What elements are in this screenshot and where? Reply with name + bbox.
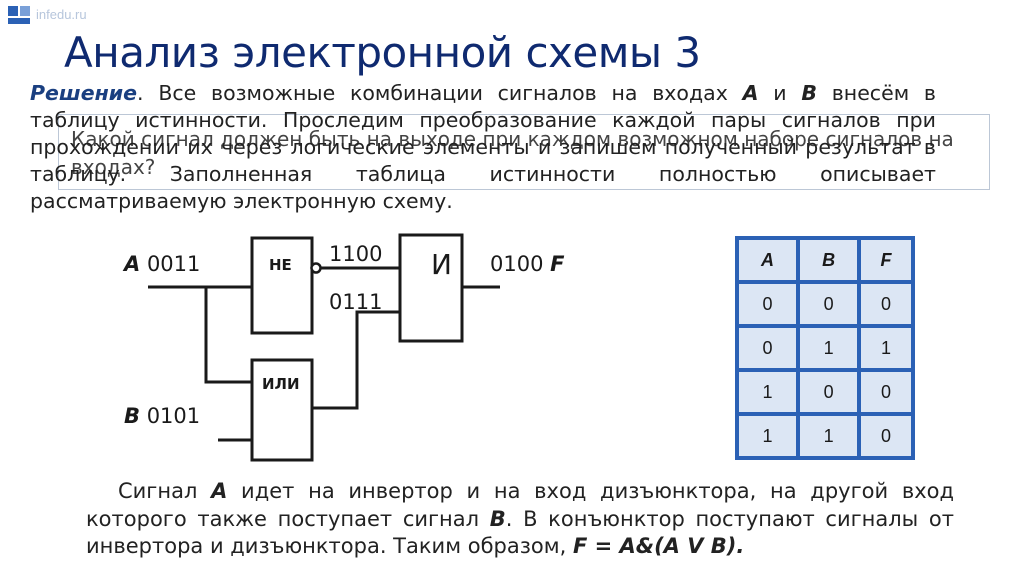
- description-part: Сигнал: [118, 479, 212, 503]
- input-a-value: 0011: [140, 252, 201, 276]
- wire-a-to-or: [204, 287, 252, 384]
- solution-var-a: А: [742, 81, 759, 105]
- table-row: 1 0 0: [734, 368, 915, 416]
- description-var-b: В: [489, 506, 506, 531]
- table-cell: 1: [796, 324, 862, 372]
- table-cell: 1: [734, 412, 801, 460]
- site-logo-icon: [8, 6, 30, 24]
- table-cell: 0: [857, 280, 915, 328]
- description-var-a: А: [211, 479, 228, 503]
- description-part: идет на инвертор и на вход дизъюнктора, …: [86, 479, 954, 531]
- table-cell: 0: [734, 280, 801, 328]
- output-name: F: [550, 252, 565, 276]
- input-a-name: A: [124, 252, 141, 276]
- input-b-value: 0101: [140, 404, 201, 428]
- solution-label: Решение: [30, 81, 138, 105]
- and-gate-label: И: [431, 248, 452, 281]
- or-gate-box: [250, 358, 314, 462]
- input-b-name: B: [124, 404, 141, 428]
- input-b-label: B 0101: [124, 404, 200, 428]
- or-output-value: 0111: [329, 290, 383, 314]
- header-cell: F: [857, 236, 915, 284]
- table-cell: 1: [857, 324, 915, 372]
- table-row: 0 1 1: [734, 324, 915, 372]
- site-name[interactable]: infedu.ru: [36, 7, 87, 22]
- table-cell: 1: [734, 368, 801, 416]
- table-cell: 0: [796, 368, 862, 416]
- table-row: 0 0 0: [734, 280, 915, 328]
- not-output-value: 1100: [329, 242, 383, 266]
- table-cell: 0: [857, 412, 915, 460]
- description-text: Сигнал А идет на инвертор и на вход дизъ…: [86, 478, 954, 561]
- truth-table: A B F 0 0 0 0 1 1 1 0 0 1 1 0: [734, 236, 915, 460]
- output-value: 0100: [490, 252, 551, 276]
- table-header-row: A B F: [734, 236, 915, 284]
- or-gate-label: ИЛИ: [262, 375, 300, 393]
- table-row: 1 1 0: [734, 412, 915, 460]
- not-gate-label: НЕ: [269, 256, 292, 274]
- formula: F = A&(A V B).: [572, 534, 745, 558]
- page-title: Анализ электронной схемы 3: [64, 28, 701, 77]
- table-cell: 0: [796, 280, 862, 328]
- table-cell: 0: [857, 368, 915, 416]
- solution-part: . Все возможные комбинации сигналов на в…: [137, 81, 743, 105]
- wire-or-out: [312, 310, 400, 410]
- description-part: . В конъюнктор поступают сигналы от инве…: [86, 506, 954, 559]
- inverter-bubble: [310, 262, 322, 274]
- solution-text: Решение. Все возможные комбинации сигнал…: [30, 80, 936, 215]
- solution-var-b: В: [801, 81, 817, 105]
- header-cell: A: [734, 236, 801, 284]
- question-box: Какой сигнал должен быть на выходе при к…: [58, 114, 990, 190]
- header-cell: B: [796, 236, 862, 284]
- input-a-label: A 0011: [124, 252, 200, 276]
- not-gate-box: [250, 236, 314, 335]
- output-label: 0100 F: [490, 252, 564, 276]
- solution-part: и: [758, 81, 802, 105]
- question-text: Какой сигнал должен быть на выходе при к…: [71, 127, 954, 179]
- table-cell: 0: [734, 324, 801, 372]
- table-cell: 1: [796, 412, 862, 460]
- solution-part: внесём в таблицу истинности. Проследим п…: [30, 81, 936, 213]
